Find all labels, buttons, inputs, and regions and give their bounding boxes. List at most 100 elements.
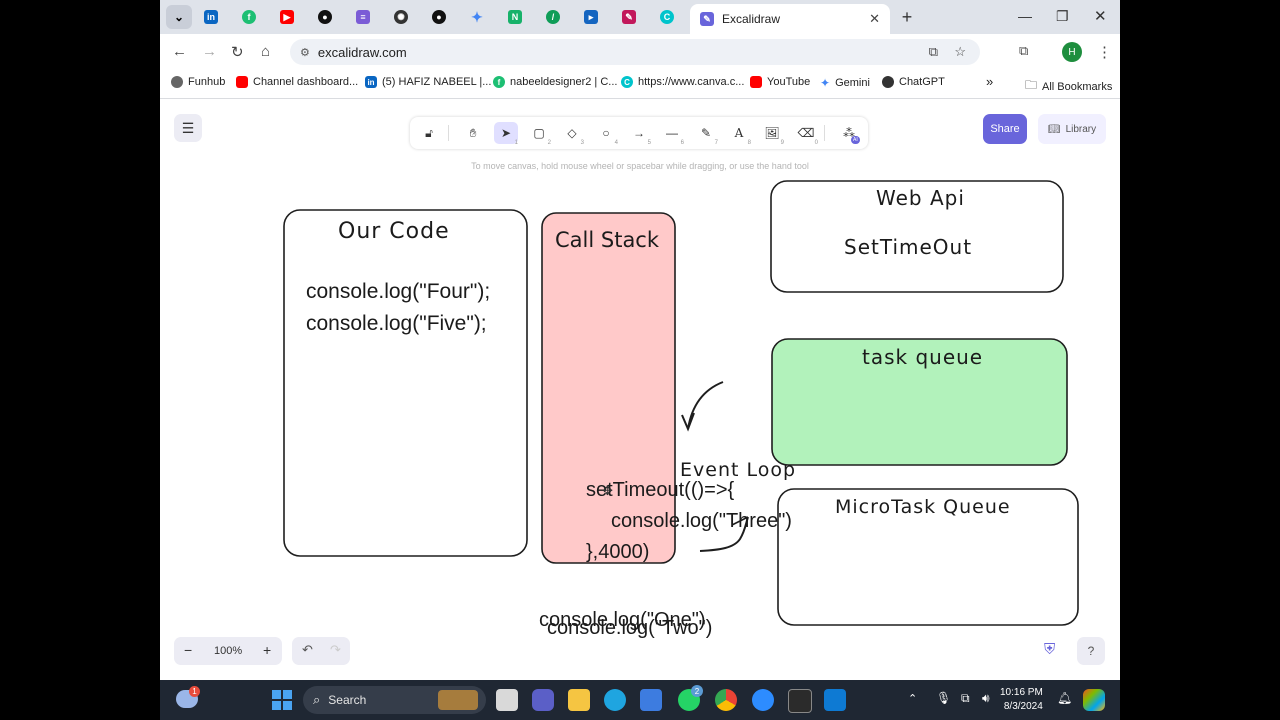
vscode-icon[interactable] bbox=[824, 689, 846, 711]
event-loop-arrow-top[interactable] bbox=[687, 381, 724, 430]
teams-icon[interactable] bbox=[532, 689, 554, 711]
rectangle-tool[interactable]: ▢2 bbox=[527, 122, 551, 146]
library-button[interactable]: 📖︎Library bbox=[1038, 114, 1106, 144]
tool-key: 0 bbox=[814, 140, 818, 146]
chrome-icon[interactable] bbox=[715, 689, 737, 711]
terminal-icon[interactable] bbox=[788, 689, 812, 713]
bookmark-linkedin[interactable]: in(5) HAFIZ NABEEL |... bbox=[365, 76, 491, 88]
hand-tool[interactable]: ✋︎ bbox=[461, 122, 485, 144]
bookmark-channel-dashboard[interactable]: Channel dashboard... bbox=[236, 76, 358, 88]
selection-tool[interactable]: ➤1 bbox=[494, 122, 518, 146]
zoom-icon[interactable] bbox=[752, 689, 774, 711]
ellipse-tool[interactable]: ○4 bbox=[594, 122, 618, 146]
arrow-tool[interactable]: →5 bbox=[627, 122, 651, 146]
tab-youtube[interactable]: ▶ bbox=[274, 5, 300, 29]
close-tab-icon[interactable]: ✕ bbox=[869, 11, 880, 26]
bookmark-gemini[interactable]: ✦Gemini bbox=[820, 76, 870, 90]
install-app-icon[interactable]: ⧉ bbox=[928, 44, 938, 59]
browser-window: ⌄ in f ▶ ● ≡ ✺ ● ✦ N / ▸ ✎ C ✎ Excalidra… bbox=[160, 0, 1120, 720]
tab-stack[interactable]: ≡ bbox=[350, 5, 376, 29]
gemini-icon: ✦ bbox=[471, 8, 483, 25]
stack-icon: ≡ bbox=[356, 10, 370, 24]
undo-icon[interactable]: ↶ bbox=[302, 642, 313, 657]
new-tab-button[interactable]: + bbox=[901, 6, 913, 27]
back-icon[interactable]: ← bbox=[172, 43, 187, 60]
microtask-queue-box[interactable] bbox=[777, 488, 1079, 626]
image-tool[interactable]: 🖼︎9 bbox=[760, 122, 784, 146]
eraser-tool[interactable]: ⌫0 bbox=[794, 122, 818, 146]
share-button[interactable]: Share bbox=[983, 114, 1027, 144]
store-icon[interactable] bbox=[640, 689, 662, 711]
forward-icon[interactable]: → bbox=[202, 43, 217, 60]
all-bookmarks[interactable]: 🗀All Bookmarks bbox=[1025, 76, 1112, 97]
tab-chatgpt[interactable]: ✺ bbox=[388, 5, 414, 29]
tab-feather[interactable]: / bbox=[540, 5, 566, 29]
windows-start-icon[interactable] bbox=[272, 690, 292, 710]
task-view-icon[interactable] bbox=[496, 689, 518, 711]
extensions-icon[interactable]: ⧉ bbox=[1019, 43, 1029, 58]
reload-icon[interactable]: ↻ bbox=[231, 44, 244, 61]
more-bookmarks-icon[interactable]: » bbox=[986, 74, 994, 89]
volume-icon[interactable]: 🔊︎ bbox=[982, 691, 990, 705]
tab-gemini[interactable]: ✦ bbox=[464, 5, 490, 29]
line-tool[interactable]: —6 bbox=[660, 122, 684, 146]
menu-kebab-icon[interactable]: ⋮ bbox=[1097, 44, 1112, 61]
tab-github[interactable]: ● bbox=[312, 5, 338, 29]
file-explorer-icon[interactable] bbox=[568, 689, 590, 711]
tab-fiverr[interactable]: f bbox=[236, 5, 262, 29]
notification-bell-icon[interactable]: 🔔︎ bbox=[1057, 691, 1073, 705]
diamond-tool[interactable]: ◇3 bbox=[560, 122, 584, 146]
tool-key: 1 bbox=[514, 140, 518, 146]
profile-avatar[interactable]: H bbox=[1062, 42, 1082, 62]
tab-pen[interactable]: ✎ bbox=[616, 5, 642, 29]
tab-linkedin[interactable]: in bbox=[198, 5, 224, 29]
bookmark-star-icon[interactable]: ☆ bbox=[954, 44, 966, 59]
more-tools-button[interactable]: ⁂ AI bbox=[837, 122, 861, 144]
call-stack-box[interactable] bbox=[541, 212, 676, 564]
taskbar-search[interactable]: ⌕ Search bbox=[303, 686, 486, 714]
our-code-box[interactable] bbox=[283, 209, 528, 557]
clock[interactable]: 10:16 PM 8/3/2024 bbox=[1000, 686, 1043, 714]
address-bar[interactable]: ⚙ excalidraw.com ⧉ ☆ bbox=[290, 39, 980, 65]
web-api-title: Web Api bbox=[876, 186, 965, 210]
main-menu-button[interactable]: ☰ bbox=[174, 114, 202, 142]
close-window-icon[interactable]: ✕ bbox=[1094, 8, 1107, 25]
bookmark-youtube[interactable]: YouTube bbox=[750, 76, 810, 88]
arrow-icon: → bbox=[633, 126, 645, 140]
tab-github-2[interactable]: ● bbox=[426, 5, 452, 29]
tab-search-button[interactable]: ⌄ bbox=[166, 5, 192, 29]
zoom-level[interactable]: 100% bbox=[214, 645, 243, 657]
tab-canva[interactable]: C bbox=[654, 5, 680, 29]
redo-icon[interactable]: ↷ bbox=[330, 642, 341, 657]
chevron-up-icon[interactable]: ⌃ bbox=[908, 693, 918, 705]
bookmark-chatgpt[interactable]: ChatGPT bbox=[882, 76, 945, 88]
bookmark-funhub[interactable]: Funhub bbox=[171, 76, 225, 88]
zoom-in-icon[interactable]: + bbox=[263, 642, 272, 658]
task-queue-box[interactable] bbox=[771, 338, 1068, 466]
network-icon[interactable]: ⧉ bbox=[961, 691, 970, 705]
toolbar-divider bbox=[448, 125, 449, 141]
bookmark-label: YouTube bbox=[767, 76, 811, 88]
restore-icon[interactable]: ❐ bbox=[1056, 8, 1069, 24]
event-loop-arrow-bottom[interactable] bbox=[699, 516, 749, 552]
help-button[interactable]: ? bbox=[1077, 637, 1105, 665]
zoom-out-icon[interactable]: − bbox=[184, 642, 193, 658]
lock-tool[interactable]: 🔓︎ bbox=[417, 122, 441, 144]
copilot-icon[interactable] bbox=[1083, 689, 1105, 711]
tab-media[interactable]: ▸ bbox=[578, 5, 604, 29]
minimize-icon[interactable]: — bbox=[1018, 8, 1032, 24]
site-info-icon[interactable]: ⚙ bbox=[300, 46, 310, 59]
shield-check-icon[interactable]: ⛨ bbox=[1044, 641, 1056, 658]
edge-icon[interactable] bbox=[604, 689, 626, 711]
tab-n[interactable]: N bbox=[502, 5, 528, 29]
hamburger-icon: ☰ bbox=[181, 119, 195, 136]
home-icon[interactable]: ⌂ bbox=[261, 43, 271, 60]
tab-excalidraw[interactable]: ✎ Excalidraw ✕ bbox=[690, 4, 890, 34]
microphone-icon[interactable]: 🎙︎ bbox=[936, 691, 952, 705]
draw-tool[interactable]: ✎7 bbox=[694, 122, 718, 146]
web-api-box[interactable] bbox=[770, 180, 1064, 293]
